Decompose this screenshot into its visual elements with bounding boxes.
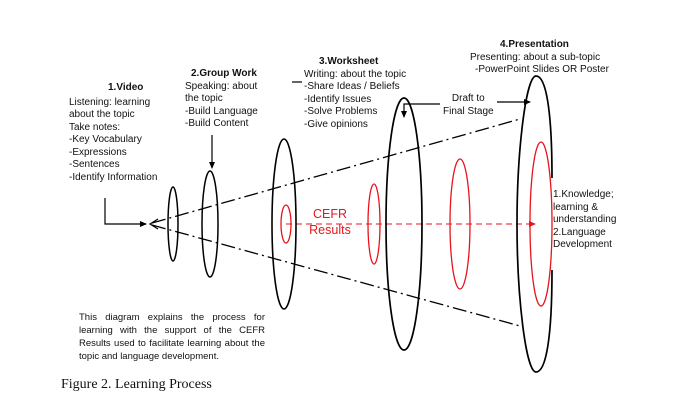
stage-1-line: Listening: learning — [69, 96, 151, 108]
cone-upper-line — [151, 118, 521, 224]
outcomes-text: 1.Knowledge; learning & understanding 2.… — [553, 189, 616, 252]
outcome-line: 2.Language — [553, 226, 606, 238]
stage-3-line: -Solve Problems — [304, 106, 378, 117]
stage-1-line: about the topic — [69, 109, 135, 120]
cefr-ellipse-3 — [449, 158, 471, 290]
stage-4-line: Presenting: about a sub-topic — [470, 51, 601, 63]
cefr-label: CEFR Results — [305, 206, 355, 238]
stage-3-line: -Give opinions — [304, 118, 368, 130]
cefr-ellipse-2 — [367, 183, 381, 265]
stage-2-line: -Build Content — [185, 118, 249, 129]
draft-arrow-left — [401, 103, 440, 118]
cefr-ellipse-4 — [529, 141, 553, 307]
draft-label-line: Final Stage — [443, 105, 494, 117]
stage-3-ellipse — [271, 138, 297, 310]
stage-2-line: the topic — [185, 93, 223, 104]
stage-3-line: Writing: about the topic — [304, 68, 407, 80]
outcome-line: 1.Knowledge; — [553, 189, 614, 200]
figure-caption: Figure 2. Learning Process — [61, 377, 212, 392]
cefr-ellipse-1 — [280, 204, 292, 244]
cefr-label-line: Results — [309, 223, 351, 237]
stage-1-ellipse — [167, 186, 179, 262]
video-connector-arrow — [104, 198, 147, 227]
stage-1-line: -Key Vocabulary — [69, 134, 142, 145]
outcome-line: learning & — [553, 201, 599, 213]
stage-2-text: 2.Group Work Speaking: about the topic -… — [185, 68, 258, 131]
stage-2-line: Speaking: about — [185, 80, 258, 92]
stage-1-line: -Sentences — [69, 159, 120, 170]
diagram-note: This diagram explains the process for le… — [79, 312, 265, 362]
cone-lower-line — [151, 224, 521, 327]
stage-3-line: -Identify Issues — [304, 93, 372, 105]
draft-label-line: Draft to — [451, 93, 485, 104]
draft-label: Draft to Final Stage — [443, 93, 494, 118]
cone-tip — [148, 218, 159, 230]
stage-2-ellipse — [201, 170, 219, 278]
outcome-line: Development — [553, 239, 612, 250]
stage-3-title: 3.Worksheet — [319, 56, 379, 67]
stage-4-line: -PowerPoint Slides OR Poster — [475, 64, 609, 75]
stage-1-line: -Identify Information — [69, 171, 158, 183]
stage-1-text: 1.Video Listening: learning about the to… — [69, 82, 157, 184]
stage-4-title: 4.Presentation — [500, 39, 569, 50]
stage-1-line: -Expressions — [69, 146, 127, 158]
stage-4-ellipse — [385, 97, 423, 351]
stage-2-title: 2.Group Work — [191, 68, 257, 79]
stage-1-line: Take notes: — [69, 121, 121, 133]
stage-3-text: 3.Worksheet Writing: about the topic -Sh… — [304, 56, 406, 131]
stage-2-line: -Build Language — [185, 105, 258, 117]
cefr-label-line: CEFR — [312, 207, 348, 221]
stage-5-ellipse — [516, 75, 553, 373]
outcome-line: understanding — [553, 214, 617, 225]
stage-3-line: -Share Ideas / Beliefs — [304, 81, 400, 92]
stage-1-title: 1.Video — [107, 82, 144, 93]
stage-4-text: 4.Presentation Presenting: about a sub-t… — [470, 39, 609, 77]
